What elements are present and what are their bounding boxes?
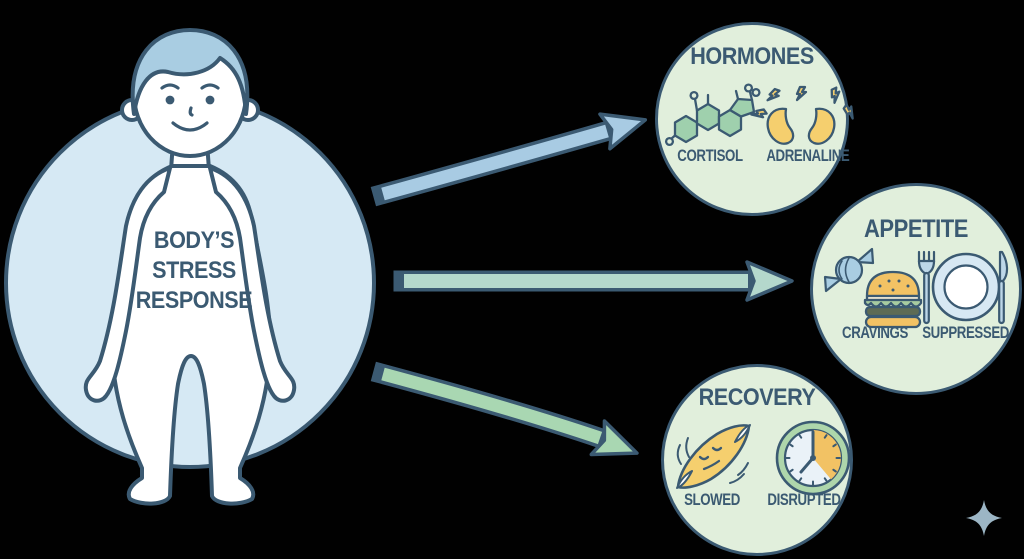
recovery-label-disrupted: DISRUPTED — [767, 490, 841, 509]
adrenal-gland-left — [766, 107, 795, 145]
arrow-to-hormones — [370, 112, 648, 207]
person-left-arm — [83, 166, 172, 403]
lightning-bolt-icon — [750, 108, 768, 119]
adrenal-glands-icon — [750, 85, 854, 145]
fork-icon — [917, 250, 936, 325]
hormones-label-adrenaline: ADRENALINE — [766, 146, 850, 165]
lightning-bolt-icon — [842, 103, 854, 120]
person-face — [160, 83, 220, 132]
hormones-title: HORMONES — [690, 43, 814, 70]
person-hair — [130, 28, 250, 116]
arrow-to-recovery — [370, 361, 639, 457]
candy-burger-icon — [823, 247, 923, 329]
adrenal-gland-right — [807, 107, 836, 145]
node-appetite: APPETITE — [810, 183, 1022, 395]
lightning-bolt-icon — [766, 87, 781, 102]
place-setting-icon — [917, 250, 1009, 325]
recovery-label-slowed: SLOWED — [684, 490, 740, 509]
disrupted-clock-icon — [775, 420, 851, 496]
person-figure — [83, 28, 297, 506]
plate-icon — [931, 252, 1001, 322]
appetite-title: APPETITE — [863, 215, 969, 243]
lightning-bolt-icon — [795, 85, 808, 102]
center-title: BODY’S STRESS RESPONSE — [135, 227, 253, 314]
candy-icon — [823, 247, 875, 293]
hormones-label-cortisol: CORTISOL — [677, 146, 743, 165]
strained-muscle-icon — [676, 424, 751, 489]
cortisol-molecule-icon — [664, 83, 761, 147]
person-right-arm — [208, 166, 297, 403]
arrow-to-appetite — [393, 260, 794, 302]
appetite-label-cravings: CRAVINGS — [842, 323, 908, 342]
lightning-bolt-icon — [830, 86, 841, 104]
appetite-label-suppressed: SUPPRESSED — [922, 323, 1009, 342]
recovery-title: RECOVERY — [698, 384, 816, 411]
node-hormones: HORMONES — [655, 22, 854, 216]
four-point-star-icon — [966, 500, 1002, 536]
node-recovery: RECOVERY — [661, 364, 853, 556]
burger-icon — [863, 270, 923, 329]
knife-icon — [998, 250, 1009, 325]
